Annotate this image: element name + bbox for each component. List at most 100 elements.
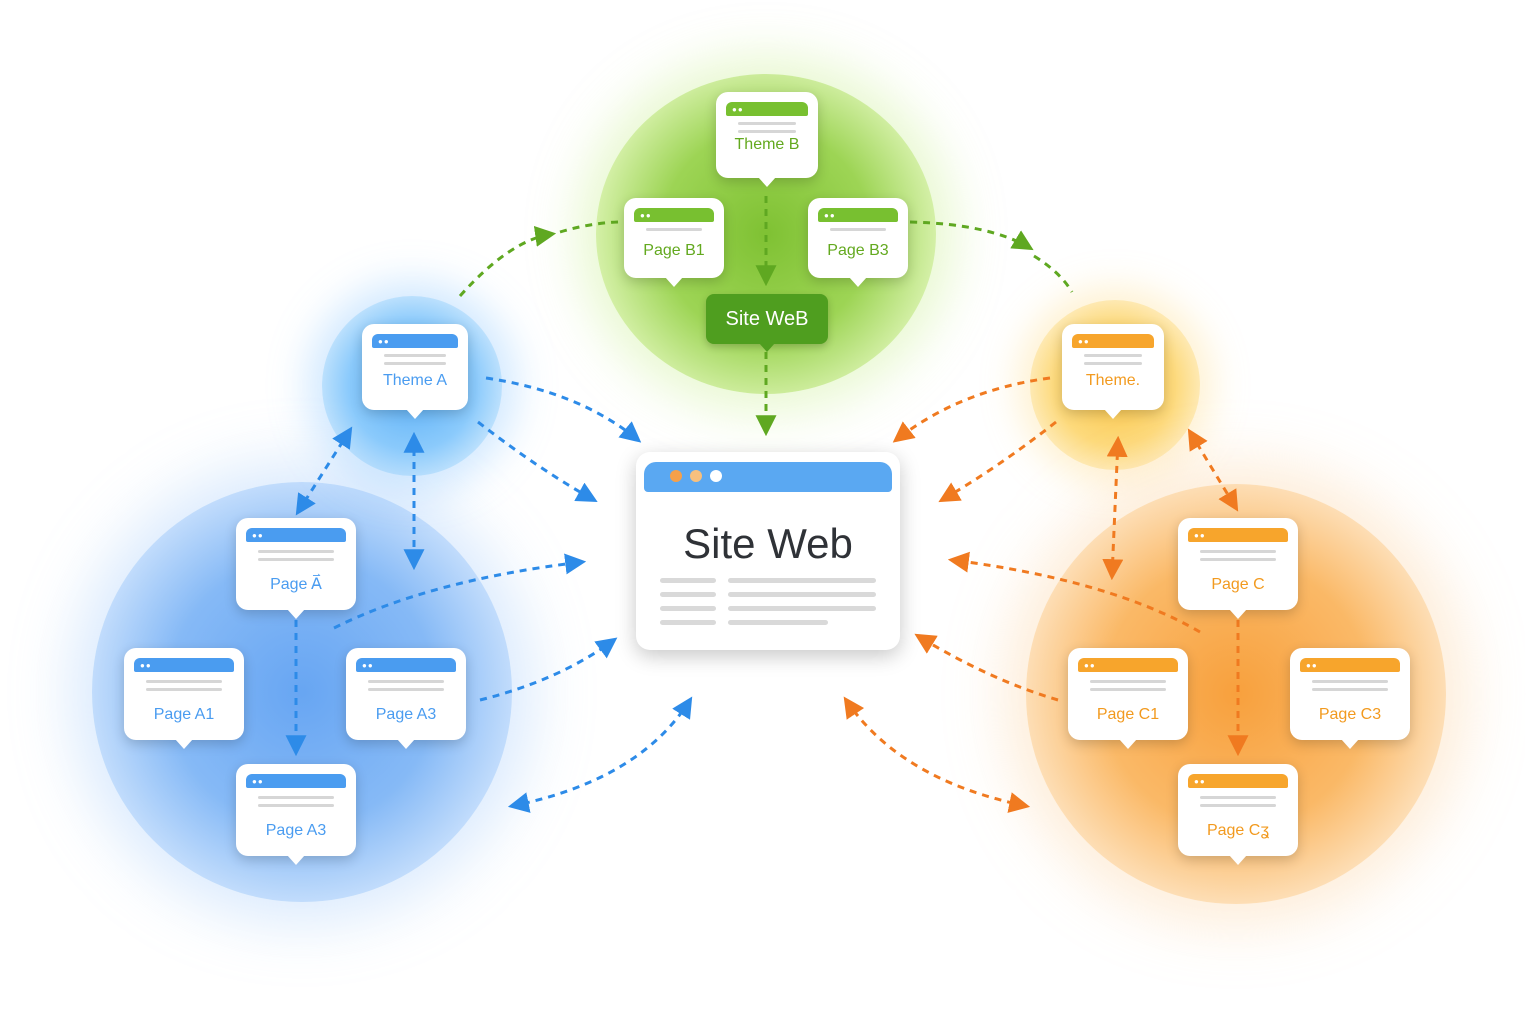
window-bar: ●● [246,528,346,542]
text-line [1200,558,1276,561]
page-b1-card[interactable]: ●● Page B1 [624,198,724,287]
page-c3-label: Page C3 [1318,706,1382,723]
text-line [1090,680,1166,683]
page-c1-card[interactable]: ●● Page C1 [1068,648,1188,749]
window-dots-icon: ●● [252,531,264,540]
window-dots-icon: ●● [1078,337,1090,346]
window-dots-icon: ●● [732,105,744,114]
theme-a-card[interactable]: ●● Theme A [362,324,468,419]
window-bar: ●● [356,658,456,672]
arrow-theme-c-to-center-2 [938,420,1057,503]
window-bar: ●● [372,334,458,348]
text-line [258,550,334,553]
page-a3-card-bottom[interactable]: ●● Page A3 [236,764,356,865]
text-line [830,228,886,231]
text-line [1312,680,1388,683]
theme-b-label: Theme B [734,136,800,153]
window-dots-icon: ●● [640,211,652,220]
arrow-theme-a-to-green [458,225,557,297]
text-line [1312,688,1388,691]
content-line [728,606,876,611]
page-b3-label: Page B3 [827,242,889,259]
arrow-theme-c-to-page-c-right [1187,428,1239,512]
window-bar: ●● [1078,658,1178,672]
theme-c-label: Theme. [1085,372,1141,389]
window-dots-icon: ●● [1194,777,1206,786]
site-web-title: Site Web [683,520,853,567]
text-line [1084,362,1142,365]
content-line [728,620,828,625]
window-dots-icon: ●● [824,211,836,220]
content-line [660,592,716,597]
text-line [384,354,446,357]
content-line [728,578,876,583]
arrow-theme-c-to-page-c [1102,435,1128,581]
content-line [660,620,716,625]
window-bar: ●● [634,208,714,222]
content-line [728,592,876,597]
text-line [384,362,446,365]
arrow-center-to-bottom-left [507,696,693,813]
window-dots-icon: ●● [1306,661,1318,670]
page-c-card[interactable]: ●● Page C [1178,518,1298,619]
page-a3-card-right[interactable]: ●● Page A3 [346,648,466,749]
window-bar: ●● [246,774,346,788]
window-bar: ●● [1072,334,1154,348]
arrow-page-c1-to-center [914,633,1059,702]
text-line [738,130,796,133]
page-b1-label: Page B1 [643,242,705,259]
window-dots-icon: ●● [1194,531,1206,540]
text-line [738,122,796,125]
window-dots-icon: ●● [252,777,264,786]
text-line [258,796,334,799]
arrow-center-to-bottom-right [843,696,1031,813]
window-bar: ●● [726,102,808,116]
text-line [1200,804,1276,807]
page-a-card[interactable]: ●● Page A⃑ [236,518,356,619]
site-web-main-card[interactable]: Site Web [636,452,900,650]
text-line [258,804,334,807]
text-line [146,688,222,691]
browser-bar [644,462,892,492]
page-a1-label: Page A1 [153,706,215,723]
site-web-b-button[interactable]: Site WeB [706,294,828,352]
arrow-green-right-down [1033,254,1074,293]
content-line [660,578,716,583]
text-line [646,228,702,231]
page-c1-label: Page C1 [1096,706,1160,723]
page-c3-card[interactable]: ●● Page C3 [1290,648,1410,749]
window-bar: ●● [1188,528,1288,542]
text-line [368,680,444,683]
page-a1-card[interactable]: ●● Page A1 [124,648,244,749]
page-a3-label: Page A3 [375,706,437,723]
browser-dot-icon [690,470,702,482]
window-bar: ●● [1188,774,1288,788]
arrow-theme-a-to-center [485,376,642,443]
page-b3-card[interactable]: ●● Page B3 [808,198,908,287]
page-c-label: Page C [1211,576,1265,593]
page-a-label: Page A⃑ [270,576,322,593]
text-line [1090,688,1166,691]
window-bar: ●● [818,208,898,222]
text-line [258,558,334,561]
page-c-bottom-label: Page Cʓ [1206,822,1270,839]
arrow-theme-a-to-center-2 [477,420,598,503]
window-dots-icon: ●● [140,661,152,670]
window-dots-icon: ●● [362,661,374,670]
text-line [1084,354,1142,357]
page-c-bottom-card[interactable]: ●● Page Cʓ [1178,764,1298,865]
arrow-theme-a-to-page-a [295,426,353,516]
window-bar: ●● [1300,658,1400,672]
theme-a-label: Theme A [382,372,448,389]
theme-c-card[interactable]: ●● Theme. [1062,324,1164,419]
window-dots-icon: ●● [1084,661,1096,670]
arrow-green-to-theme-c [909,220,1034,251]
window-dots-icon: ●● [378,337,390,346]
arrow-page-a-to-center [333,553,587,630]
text-line [146,680,222,683]
browser-dot-icon [670,470,682,482]
content-line [660,606,716,611]
theme-b-card[interactable]: ●● Theme B [716,92,818,187]
arrow-page-c-to-center [947,551,1201,634]
